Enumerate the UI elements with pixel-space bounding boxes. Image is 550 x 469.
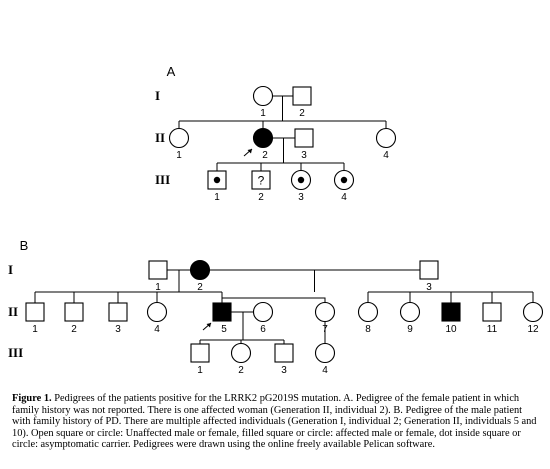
individual-b-ii-2-label: 2 (71, 324, 77, 335)
individual-a-iii-2-square (251, 170, 271, 190)
individual-b-ii-12-label: 12 (527, 324, 539, 335)
individual-a-iii-2-label: 2 (258, 192, 264, 203)
individual-b-ii-6-circle (252, 301, 274, 323)
individual-b-ii-3-label: 3 (115, 324, 121, 335)
individual-b-i-1-square (148, 260, 168, 280)
individual-b-iii-4-circle (314, 342, 336, 364)
individual-b-iii-1-label: 1 (197, 365, 203, 376)
individual-b-ii-9-label: 9 (407, 324, 413, 335)
individual-a-iii-3-label: 3 (298, 192, 304, 203)
individual-b-ii-3-square (108, 302, 128, 322)
individual-b-ii-10-square (441, 302, 461, 322)
individual-b-ii-8-circle (357, 301, 379, 323)
individual-b-ii-5-proband-arrowhead (206, 323, 211, 328)
individual-a-iii-1-label: 1 (214, 192, 220, 203)
individual-a-i-1-label: 1 (260, 108, 266, 119)
individual-b-iii-3-square (274, 343, 294, 363)
panel_a-label: A (167, 64, 176, 79)
individual-b-i-3-square (419, 260, 439, 280)
individual-b-ii-2-square (64, 302, 84, 322)
individual-a-iii-4-label: 4 (341, 192, 347, 203)
individual-a-ii-2-circle (252, 127, 274, 149)
individual-b-ii-1-square (25, 302, 45, 322)
individual-a-ii-3-square (294, 128, 314, 148)
individual-a-i-1-circle (252, 85, 274, 107)
panel_b-generation-iii: III (8, 345, 23, 360)
pedigree-symbols (25, 85, 544, 364)
individual-b-i-2-circle (189, 259, 211, 281)
caption-text: Pedigrees of the patients positive for t… (12, 393, 537, 451)
individual-b-i-1-label: 1 (155, 282, 161, 293)
individual-a-iii-4-carrier-dot (340, 176, 348, 184)
individual-a-ii-2-proband-arrowhead (247, 149, 252, 154)
individual-a-ii-4-label: 4 (383, 150, 389, 161)
individual-b-ii-1-label: 1 (32, 324, 38, 335)
individual-b-iii-3-label: 3 (281, 365, 287, 376)
panel_b-generation-ii: II (8, 304, 18, 319)
individual-a-iii-1-carrier-dot (213, 176, 221, 184)
panel_a-generation-i: I (155, 88, 160, 103)
individual-a-i-2-square (292, 86, 312, 106)
individual-b-ii-7-circle (314, 301, 336, 323)
b-mating-line-ii5-ii7 (221, 297, 326, 303)
individual-b-ii-4-circle (146, 301, 168, 323)
individual-b-ii-7-label: 7 (322, 324, 328, 335)
figure-caption: Figure 1. Pedigrees of the patients posi… (12, 393, 540, 451)
individual-b-iii-1-square (190, 343, 210, 363)
individual-b-iii-4-label: 4 (322, 365, 328, 376)
individual-b-ii-6-label: 6 (260, 324, 266, 335)
individual-a-iii-3-carrier-dot (297, 176, 305, 184)
individual-a-ii-4-circle (375, 127, 397, 149)
caption-label: Figure 1. (12, 393, 52, 404)
individual-b-ii-4-label: 4 (154, 324, 160, 335)
individual-b-ii-5-label: 5 (221, 324, 227, 335)
individual-a-ii-3-label: 3 (301, 150, 307, 161)
panel_a-generation-iii: III (155, 172, 170, 187)
panel_b-label: B (20, 238, 29, 253)
individual-b-ii-12-circle (522, 301, 544, 323)
individual-b-ii-11-square (482, 302, 502, 322)
panel_b-generation-i: I (8, 262, 13, 277)
individual-b-iii-2-circle (230, 342, 252, 364)
individual-a-iii-2-mark: ? (258, 174, 265, 188)
individual-b-ii-10-label: 10 (445, 324, 457, 335)
individual-b-ii-9-circle (399, 301, 421, 323)
individual-a-ii-2-label: 2 (262, 150, 268, 161)
individual-b-i-2-label: 2 (197, 282, 203, 293)
individual-b-ii-5-square (212, 302, 232, 322)
individual-b-ii-11-label: 11 (487, 324, 498, 335)
individual-b-iii-2-label: 2 (238, 365, 244, 376)
individual-b-ii-8-label: 8 (365, 324, 371, 335)
individual-a-ii-1-circle (168, 127, 190, 149)
individual-a-i-2-label: 2 (299, 108, 305, 119)
panel_a-generation-ii: II (155, 130, 165, 145)
individual-a-ii-1-label: 1 (176, 150, 182, 161)
individual-b-i-3-label: 3 (426, 282, 432, 293)
